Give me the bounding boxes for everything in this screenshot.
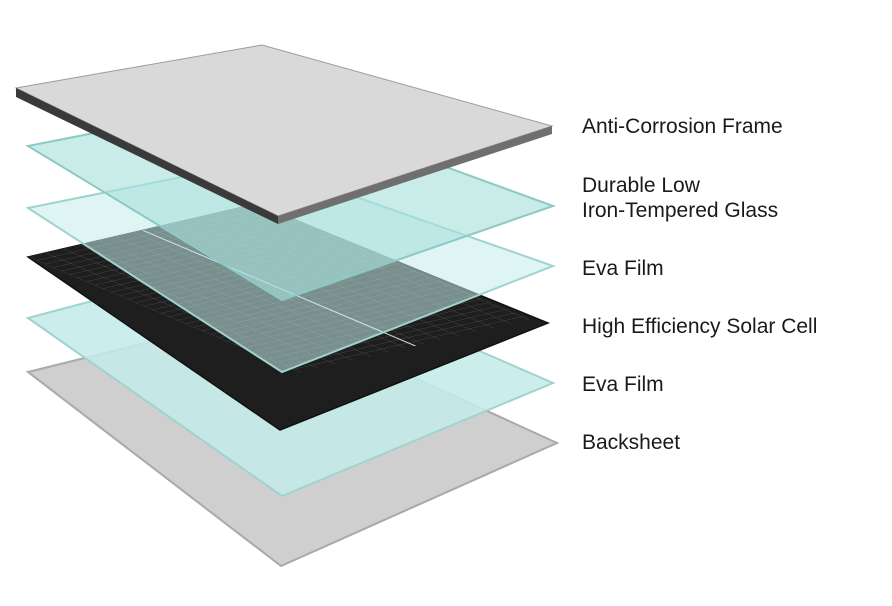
label-line: Eva Film [582, 373, 664, 396]
label-backsheet: Backsheet [582, 430, 680, 455]
label-solar-cell: High Efficiency Solar Cell [582, 314, 817, 339]
label-eva-film-top: Eva Film [582, 256, 664, 281]
label-line: Durable Low [582, 174, 700, 197]
anti-corrosion-frame-layer [14, 44, 554, 224]
label-line: Anti-Corrosion Frame [582, 115, 783, 138]
label-eva-film-bottom: Eva Film [582, 372, 664, 397]
label-line: Iron-Tempered Glass [582, 199, 779, 222]
label-line: Eva Film [582, 257, 664, 280]
label-anti-corrosion-frame: Anti-Corrosion Frame [582, 114, 783, 139]
label-line: Backsheet [582, 431, 681, 454]
label-line: High Efficiency Solar Cell [582, 315, 818, 338]
label-tempered-glass: Durable Low Iron-Tempered Glass [582, 173, 778, 223]
